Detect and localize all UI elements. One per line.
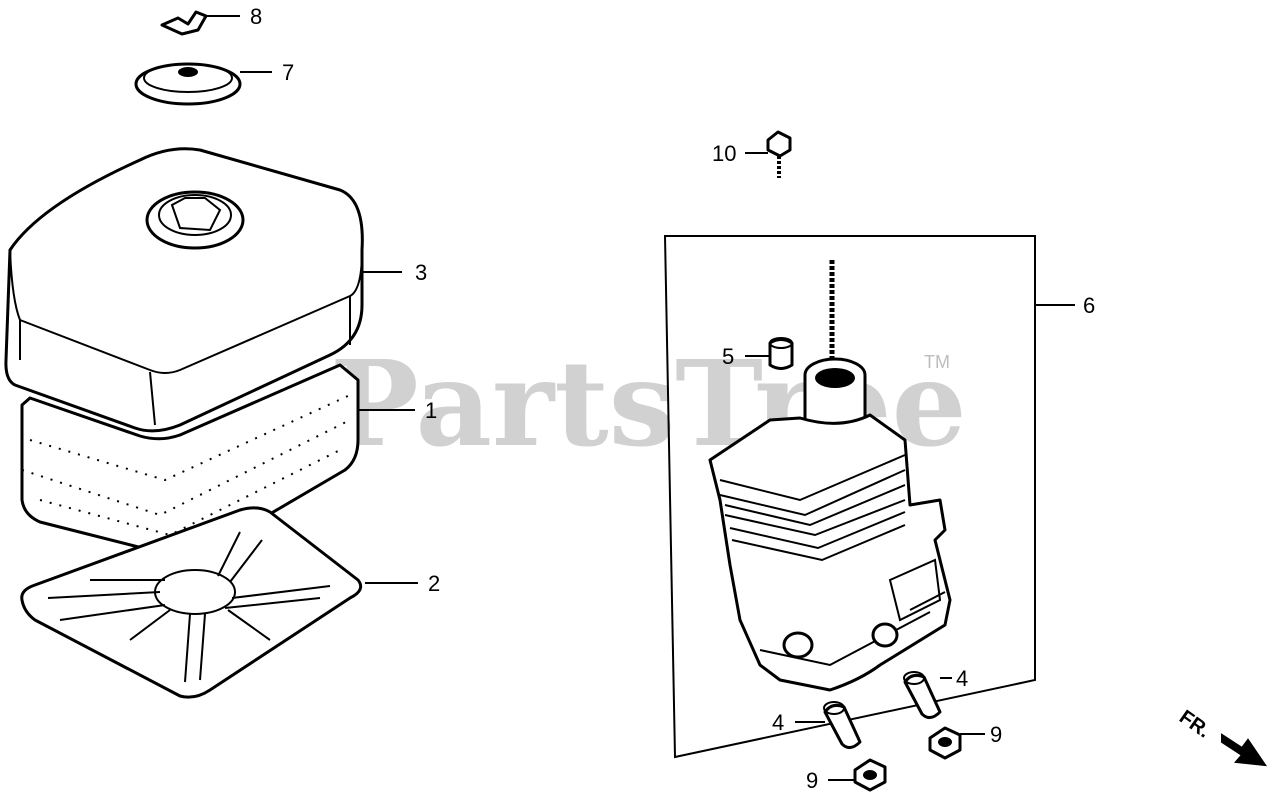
callout-6: 6 [1083,293,1095,318]
callout-9a: 9 [990,722,1002,747]
part-2-element-holder[interactable] [20,506,363,699]
callout-7: 7 [282,60,294,85]
callout-3: 3 [415,260,427,285]
part-4-tube-left[interactable] [823,701,862,749]
callout-8: 8 [250,4,262,29]
part-8-wing-nut[interactable] [160,10,208,36]
part-7-seal-washer[interactable] [134,62,242,106]
arrow-down-right-icon [1221,733,1268,767]
callout-9b: 9 [806,768,818,793]
front-label: FR. [1175,706,1214,743]
callout-2: 2 [428,571,440,596]
callout-5: 5 [722,344,734,369]
part-10-bolt[interactable] [766,130,792,178]
part-6-group-frame [663,235,1036,759]
part-6-air-cleaner-case[interactable] [708,260,952,692]
callout-4b: 4 [772,710,784,735]
front-direction-indicator: FR. [1175,706,1268,767]
part-9-nut-bottom[interactable] [853,758,887,792]
part-9-nut-right[interactable] [928,726,962,760]
callout-4a: 4 [956,666,968,691]
part-5-collar[interactable] [768,337,794,370]
callout-10: 10 [712,141,736,166]
part-1-air-filter-element[interactable] [20,363,360,559]
callout-1: 1 [425,398,437,423]
part-3-air-cleaner-cover[interactable] [4,147,364,433]
watermark-trademark: TM [924,352,950,372]
part-4-tube-right[interactable] [903,671,942,719]
